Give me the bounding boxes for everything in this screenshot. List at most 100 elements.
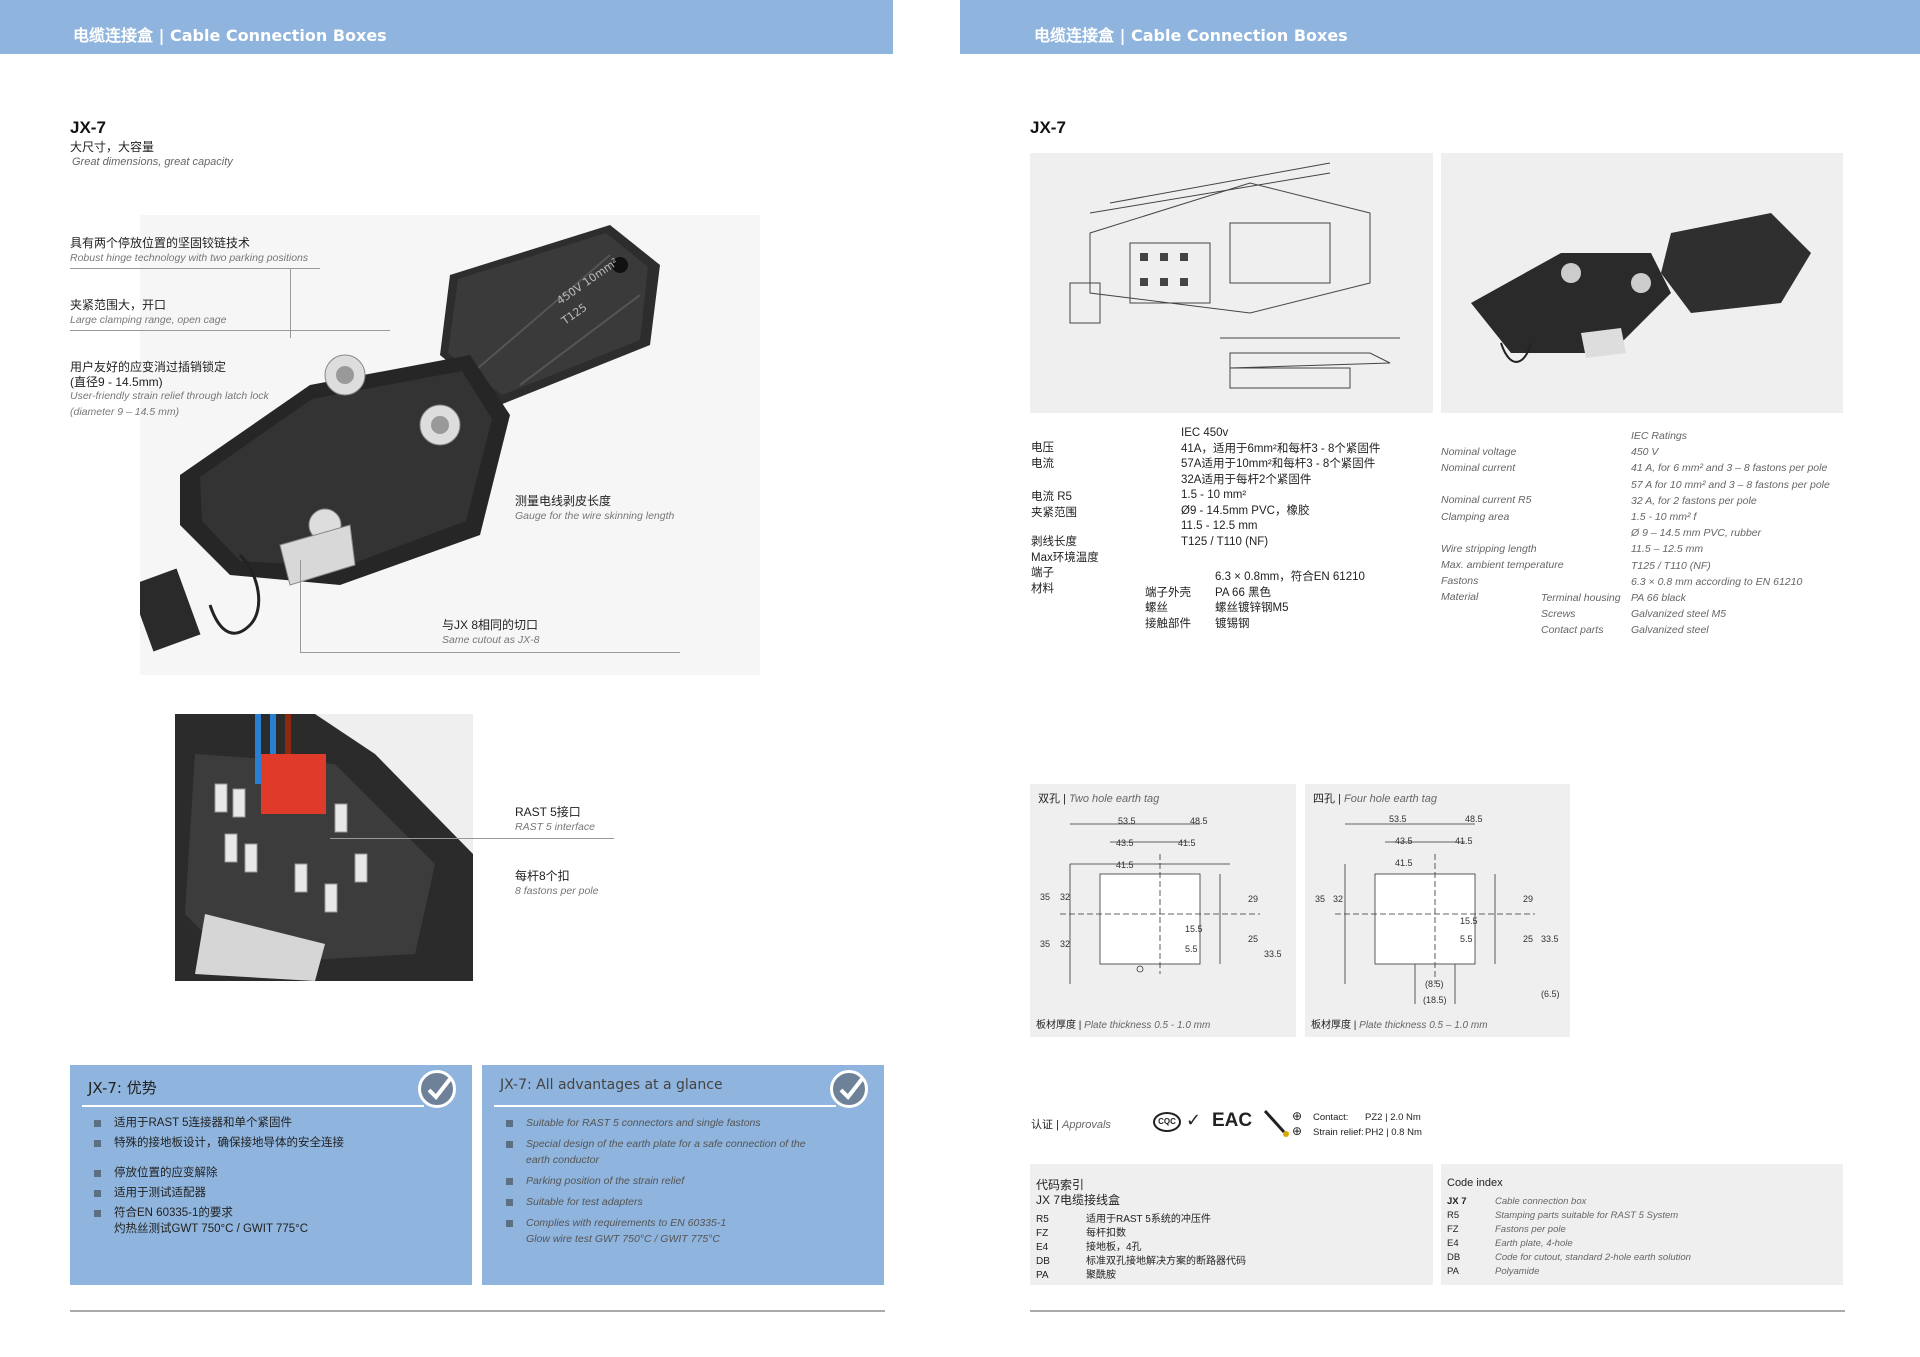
torque-value: 2.0 Nm xyxy=(1390,1112,1421,1123)
dim-label: 35 xyxy=(1040,939,1051,949)
callout-line xyxy=(70,268,320,269)
torque-label: Contact: xyxy=(1313,1112,1349,1123)
spec-label: 端子 xyxy=(1031,567,1054,579)
callout-strain-en: User-friendly strain relief through latc… xyxy=(70,390,269,402)
dim-label: 48.5 xyxy=(1465,814,1483,824)
list-item: 适用于测试适配器 xyxy=(92,1185,344,1201)
earth4-plate-en: Plate thickness 0.5 – 1.0 mm xyxy=(1359,1020,1488,1031)
left-model-title: JX-7 xyxy=(70,118,106,137)
earth2-plate-cn: 板材厚度 xyxy=(1036,1020,1076,1031)
spec-value: Galvanized steel M5 xyxy=(1631,608,1727,621)
spec-spacer xyxy=(1031,472,1099,490)
advantages-list-cn: 适用于RAST 5连接器和单个紧固件 特殊的接地板设计，确保接地导体的安全连接 … xyxy=(92,1115,344,1241)
spec-label: 电流 R5 xyxy=(1031,491,1072,503)
code-cn-title: 代码索引 xyxy=(1036,1178,1085,1192)
code-desc: 标准双孔接地解决方案的断路器代码 xyxy=(1086,1256,1246,1267)
spec-value: 1.5 - 10 mm² xyxy=(1181,489,1247,501)
spec-value: 11.5 - 12.5 mm xyxy=(1181,520,1258,532)
code-desc: Code for cutout, standard 2-hole earth s… xyxy=(1495,1252,1691,1263)
cqc-mark-icon: CQC xyxy=(1153,1112,1181,1132)
product-illustration-main: 450V 10mm² T125 xyxy=(129,215,760,675)
dim-label: 33.5 xyxy=(1264,949,1282,959)
spec-value: 57A适用于10mm²和每杆3 - 8个紧固件 xyxy=(1181,458,1376,470)
footer-rule-left xyxy=(70,1310,885,1312)
dim-label: 32 xyxy=(1333,894,1344,904)
spec-label: Material xyxy=(1441,591,1479,604)
earth4-title-en: Four hole earth tag xyxy=(1343,793,1437,805)
specs-en-sub: Terminal housing Screws Contact parts xyxy=(1541,590,1621,639)
earth4-title-cn: 四孔 xyxy=(1313,793,1335,805)
callout-hinge-cn: 具有两个停放位置的坚固铰链技术 xyxy=(70,236,251,250)
spec-sub-value: 6.3 × 0.8mm，符合EN 61210 xyxy=(1215,571,1365,583)
left-subtitle-en: Great dimensions, great capacity xyxy=(72,156,233,168)
code-key: DB xyxy=(1036,1256,1050,1267)
code-key: E4 xyxy=(1036,1242,1049,1253)
code-key: E4 xyxy=(1447,1238,1459,1249)
code-key: JX 7 xyxy=(1447,1196,1467,1207)
spec-value: 32 A, for 2 fastons per pole xyxy=(1631,494,1757,507)
specs-cn-labels: 电压 电流 电流 R5 夹紧范围 剥线长度 Max环境温度 端子 材料 xyxy=(1031,441,1099,597)
callout-line xyxy=(330,838,614,839)
spec-label: Fastons xyxy=(1441,575,1479,588)
advantages-box-cn: JX-7: 优势 适用于RAST 5连接器和单个紧固件 特殊的接地板设计，确保接… xyxy=(70,1065,472,1285)
spec-label: Max. ambient temperature xyxy=(1441,559,1564,572)
advantages-title-cn: JX-7: 优势 xyxy=(88,1079,157,1097)
list-item: Complies with requirements to EN 60335-1 xyxy=(504,1215,806,1231)
spec-value: IEC 450v xyxy=(1181,427,1229,439)
dim-label: 41.5 xyxy=(1455,836,1473,846)
callout-strain-cn2: (直径9 - 14.5mm) xyxy=(70,375,163,389)
earth2-title-cn: 双孔 xyxy=(1038,793,1060,805)
dim-label: 41.5 xyxy=(1178,838,1196,848)
callout-gauge-cn: 测量电线剥皮长度 xyxy=(515,494,612,508)
dim-label: 32 xyxy=(1060,892,1071,902)
spec-label: Clamping area xyxy=(1441,510,1510,523)
list-item: 符合EN 60335-1的要求 xyxy=(92,1205,344,1221)
callout-clamp-en: Large clamping range, open cage xyxy=(70,314,227,326)
dim-label: 53.5 xyxy=(1389,814,1407,824)
code-key: R5 xyxy=(1447,1210,1460,1221)
code-key: PA xyxy=(1447,1266,1459,1277)
header-title-right: 电缆连接盒 | Cable Connection Boxes xyxy=(1034,26,1348,45)
spec-value: Galvanized steel xyxy=(1631,624,1709,637)
callout-strain-cn: 用户友好的应变消过插销锁定 xyxy=(70,360,227,374)
earth4-plate-cn: 板材厚度 xyxy=(1311,1020,1351,1031)
header-bar-left xyxy=(0,0,893,54)
spec-sub-label: 端子外壳 xyxy=(1145,586,1191,599)
footer-rule-right xyxy=(1030,1310,1845,1312)
dim-label: 25 xyxy=(1523,934,1534,944)
dim-label: (18.5) xyxy=(1423,995,1447,1005)
spec-label: 电流 xyxy=(1031,457,1054,470)
torque-table: Contact:PZ2 | 2.0 Nm Strain relief:PH2 |… xyxy=(1313,1112,1422,1138)
dim-label: 41.5 xyxy=(1116,860,1134,870)
approvals-label: 认证 | Approvals xyxy=(1031,1119,1111,1131)
dim-label: 48.5 xyxy=(1190,816,1208,826)
torque-label: Strain relief: xyxy=(1313,1127,1364,1138)
list-item: Suitable for test adapters xyxy=(504,1194,806,1210)
header-title-left: 电缆连接盒 | Cable Connection Boxes xyxy=(73,26,387,45)
specs-en-values: IEC Ratings 450 V 41 A, for 6 mm² and 3 … xyxy=(1631,428,1830,639)
dim-label: 25 xyxy=(1248,934,1259,944)
code-desc: Earth plate, 4-hole xyxy=(1495,1238,1573,1249)
torque-bit: PH2 xyxy=(1365,1127,1384,1138)
spec-value: T125 / T110 (NF) xyxy=(1181,535,1269,548)
dim-label: 15.5 xyxy=(1460,916,1478,926)
pozidriv-icon: ⊕ xyxy=(1292,1109,1303,1123)
code-key: FZ xyxy=(1036,1228,1049,1239)
spec-spacer xyxy=(1441,476,1564,492)
list-item-continuation: earth conductor xyxy=(526,1154,599,1166)
dim-label: 5.5 xyxy=(1185,944,1198,954)
code-key: R5 xyxy=(1036,1214,1049,1225)
spec-sub-label: Screws xyxy=(1541,608,1576,621)
advantages-box-en: JX-7: All advantages at a glance Suitabl… xyxy=(482,1065,884,1285)
torque-value: 0.8 Nm xyxy=(1391,1127,1422,1138)
